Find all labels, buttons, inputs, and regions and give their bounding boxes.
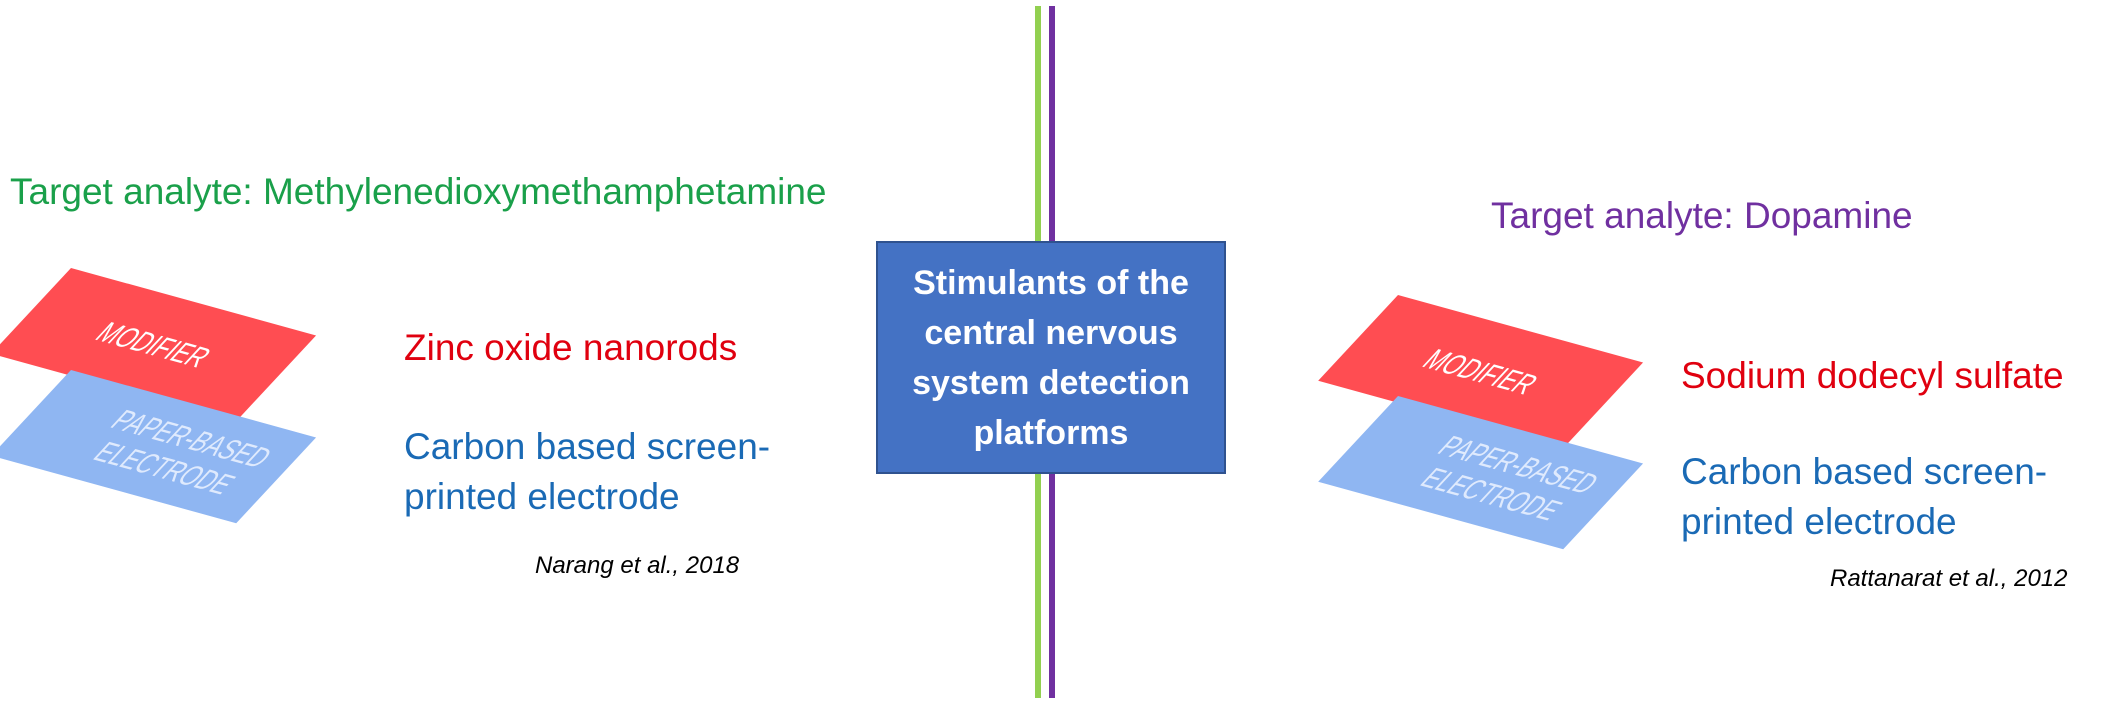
- center-title: Stimulants of the central nervous system…: [912, 263, 1190, 452]
- left-citation: Narang et al., 2018: [535, 552, 740, 579]
- left-electrode-line1: Carbon based screen-: [404, 426, 771, 467]
- right-modifier-text: Sodium dodecyl sulfate: [1681, 355, 2064, 396]
- left-electrode-line2: printed electrode: [404, 476, 680, 517]
- right-electrode-text: Carbon based screen- printed electrode: [1681, 447, 2047, 547]
- left-modifier-text: Zinc oxide nanorods: [404, 327, 738, 368]
- right-electrode-line2: printed electrode: [1681, 501, 1957, 542]
- left-paper-electrode-plate: PAPER-BASED ELECTRODE: [0, 370, 317, 524]
- right-electrode-line1: Carbon based screen-: [1681, 451, 2048, 492]
- right-target-analyte: Target analyte: Dopamine: [1491, 195, 1913, 236]
- left-target-analyte: Target analyte: Methylenedioxymethamphet…: [10, 171, 827, 212]
- center-title-box: Stimulants of the central nervous system…: [876, 241, 1226, 474]
- right-citation: Rattanarat et al., 2012: [1830, 565, 2068, 592]
- left-electrode-text: Carbon based screen- printed electrode: [404, 422, 770, 522]
- right-paper-electrode-plate: PAPER-BASED ELECTRODE: [1318, 396, 1644, 550]
